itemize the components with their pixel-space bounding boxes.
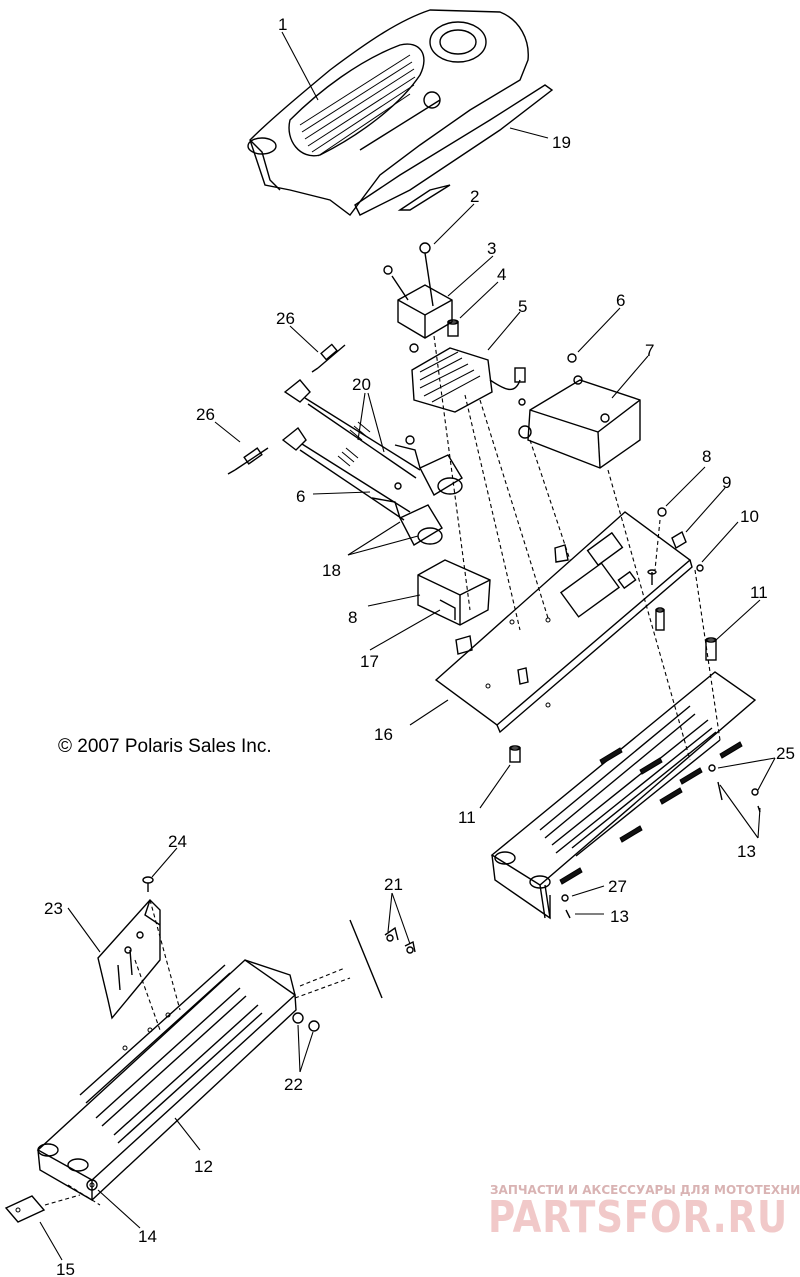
leader-lines <box>39 31 776 1261</box>
trim-strip <box>354 84 554 216</box>
bracket <box>97 898 161 1020</box>
callout-8: 8 <box>702 447 711 466</box>
spark-plug <box>227 343 346 475</box>
callout-6: 6 <box>616 291 625 310</box>
callout-14: 14 <box>138 1227 157 1246</box>
coil-bracket <box>417 559 491 626</box>
callout-8b: 8 <box>348 608 357 627</box>
watermark: ЗАПЧАСТИ И АКСЕССУАРЫ ДЛЯ МОТОТЕХНИКИ PA… <box>488 1183 800 1243</box>
ignition-wires <box>281 379 421 521</box>
watermark-tagline: ЗАПЧАСТИ И АКСЕССУАРЫ ДЛЯ МОТОТЕХНИКИ <box>490 1183 800 1197</box>
callout-26b: 26 <box>196 405 215 424</box>
screw <box>142 876 154 892</box>
clip <box>4 1195 46 1223</box>
callout-20: 20 <box>352 375 371 394</box>
callout-1: 1 <box>278 15 287 34</box>
mounting-plate <box>434 511 693 734</box>
callout-23: 23 <box>44 899 63 918</box>
callout-13: 13 <box>737 842 756 861</box>
cdi-module <box>411 347 526 413</box>
callout-18: 18 <box>322 561 341 580</box>
callout-10: 10 <box>740 507 759 526</box>
heat-shield-lower <box>36 959 297 1202</box>
ignition-coil <box>371 435 463 546</box>
callout-9: 9 <box>722 473 731 492</box>
callout-26: 26 <box>276 309 295 328</box>
nut-lower <box>86 1179 98 1191</box>
callout-11b: 11 <box>458 808 476 827</box>
callout-13b: 13 <box>610 907 629 926</box>
callout-27: 27 <box>608 877 627 896</box>
callout-6b: 6 <box>296 487 305 506</box>
callout-19: 19 <box>552 133 571 152</box>
copyright-notice: © 2007 Polaris Sales Inc. <box>58 736 272 757</box>
callout-11: 11 <box>750 583 768 602</box>
callout-5: 5 <box>518 297 527 316</box>
hardware <box>647 507 704 585</box>
callout-22: 22 <box>284 1075 303 1094</box>
bolt-pair <box>292 919 416 1032</box>
callout-21: 21 <box>384 875 403 894</box>
bolt <box>419 242 434 307</box>
spacer <box>447 319 459 337</box>
nut <box>518 353 577 406</box>
callout-15: 15 <box>56 1260 75 1277</box>
callout-12: 12 <box>194 1157 213 1176</box>
watermark-brand: PARTSFOR.RU <box>488 1192 788 1243</box>
console-hood <box>247 9 529 216</box>
callout-24: 24 <box>168 832 187 851</box>
ecu-box <box>518 375 641 469</box>
callout-7: 7 <box>645 341 654 360</box>
callout-4: 4 <box>497 265 506 284</box>
callout-3: 3 <box>487 239 496 258</box>
heat-shield-upper <box>490 671 757 920</box>
callout-25: 25 <box>776 744 795 763</box>
callout-16: 16 <box>374 725 393 744</box>
callout-labels: 1 19 2 3 4 5 6 7 26 20 26 6 8 9 10 18 11… <box>44 15 795 1277</box>
callout-17: 17 <box>360 652 379 671</box>
regulator <box>383 265 453 353</box>
callout-2: 2 <box>470 187 479 206</box>
rivet <box>561 764 761 919</box>
